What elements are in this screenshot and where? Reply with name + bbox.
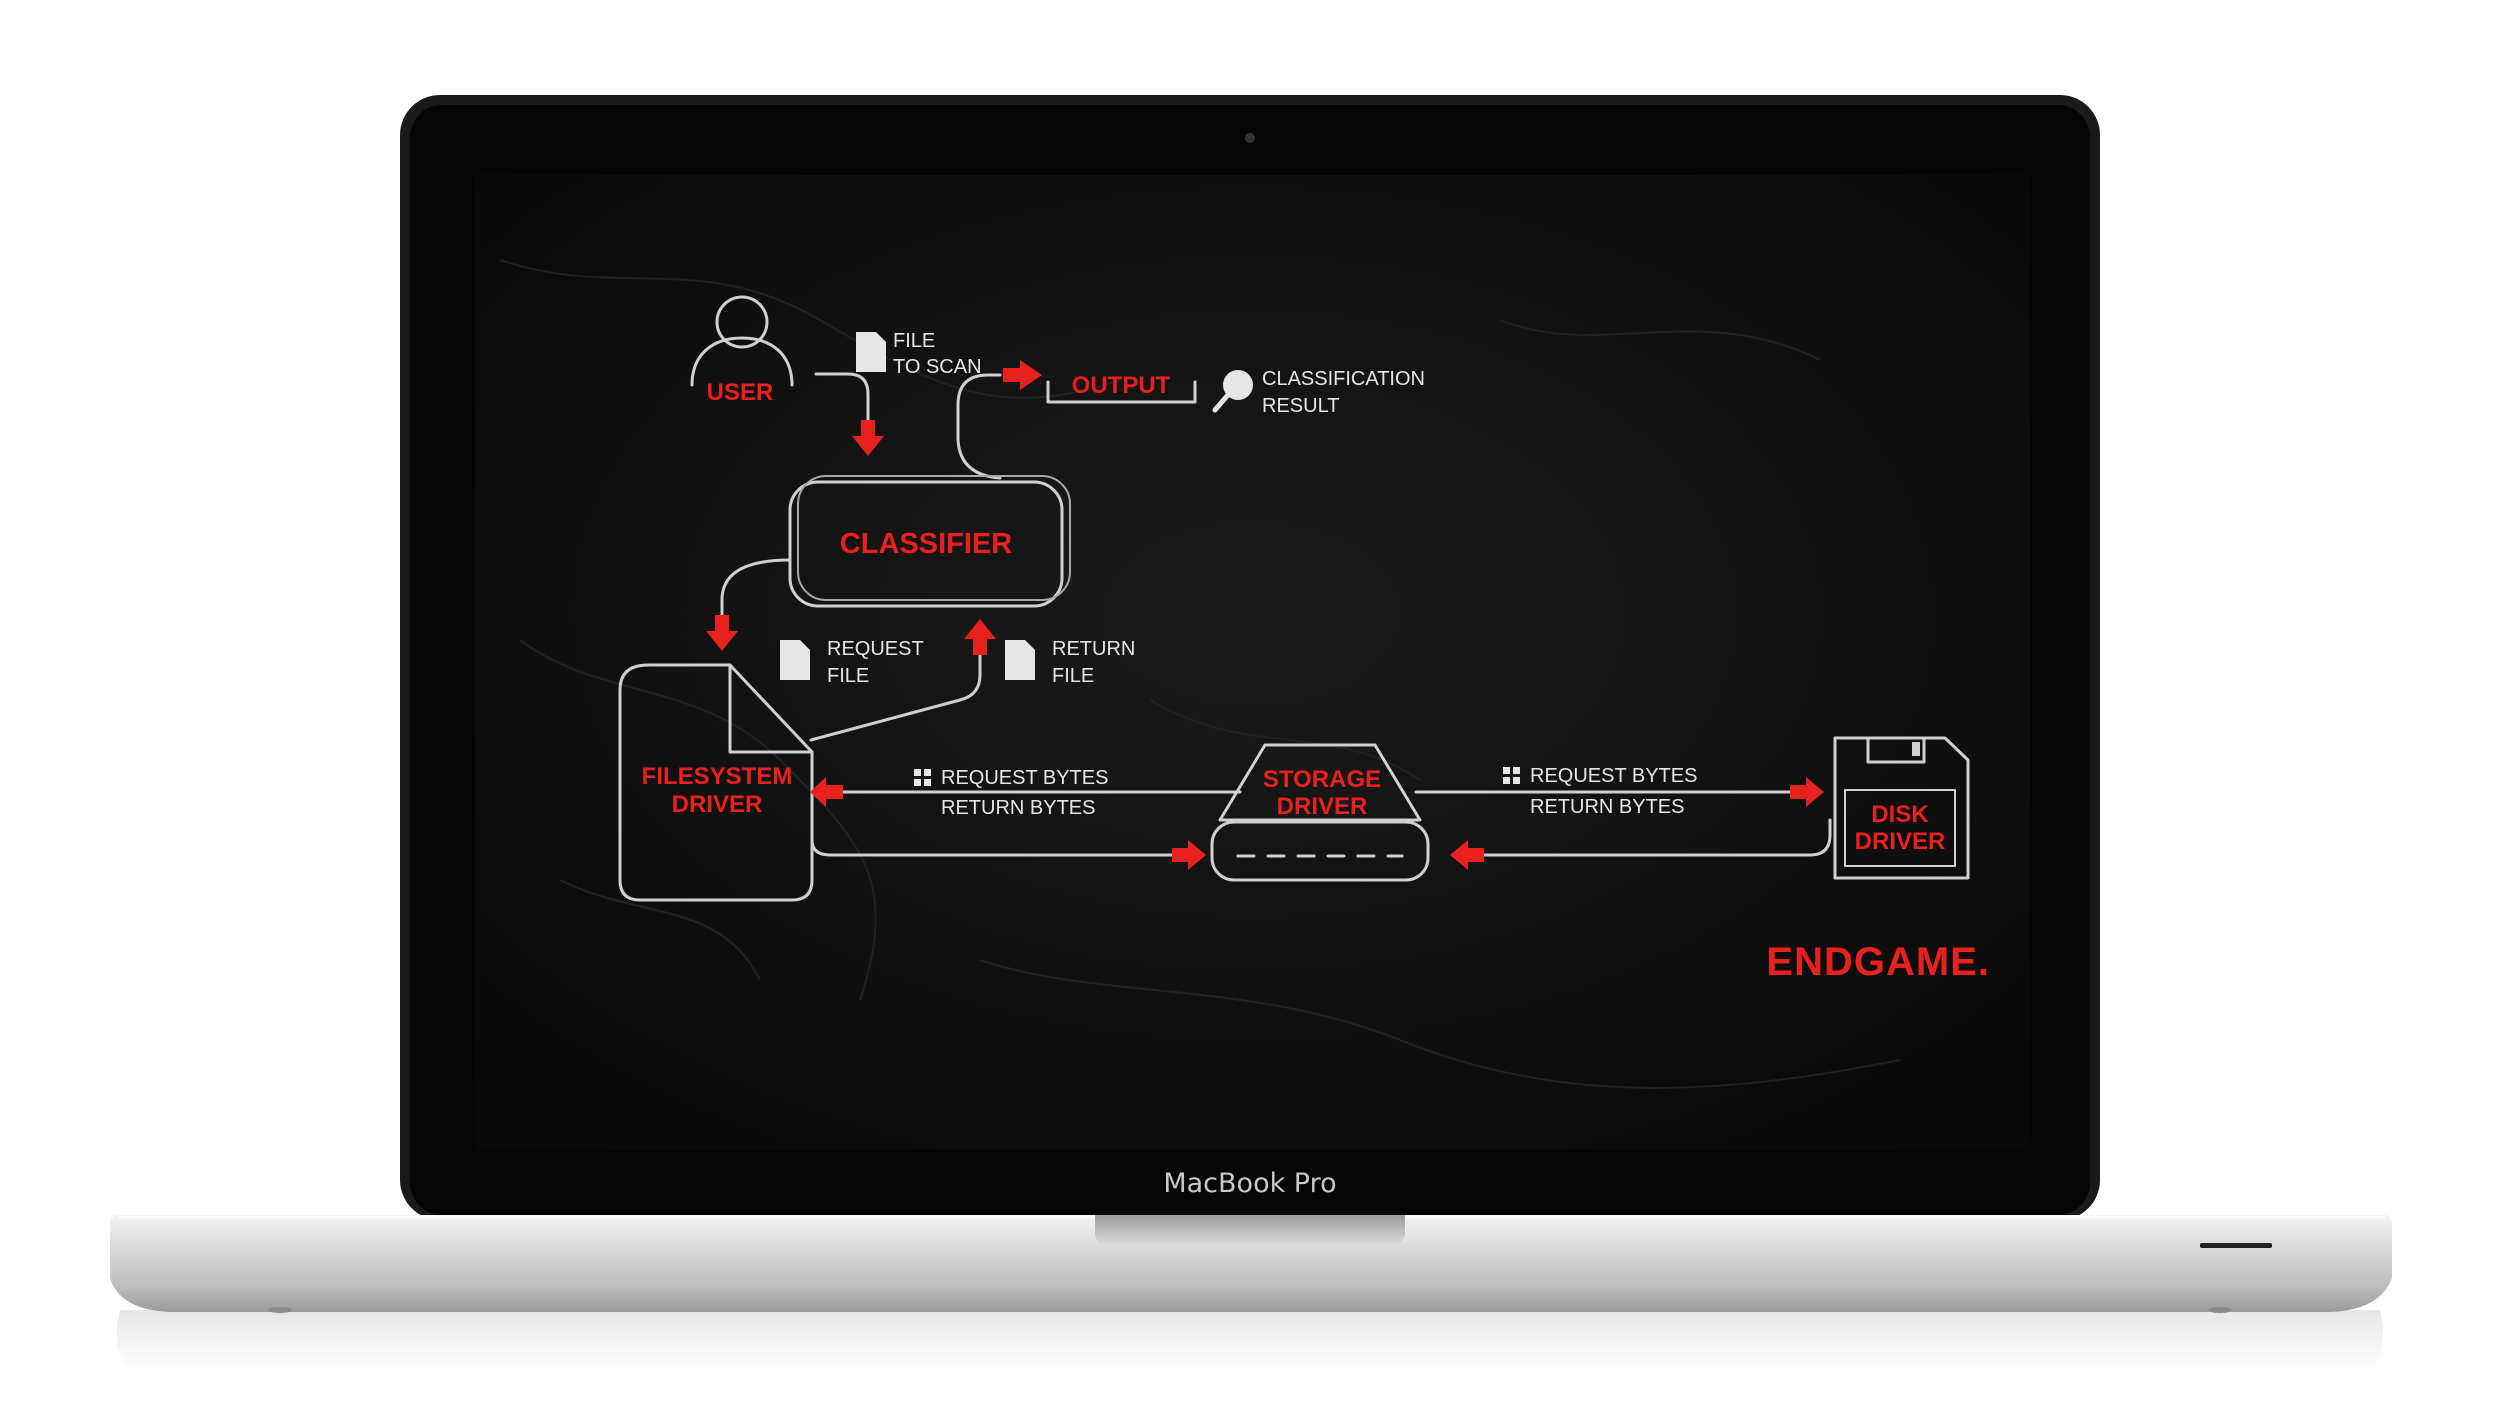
output-bracket xyxy=(1046,380,1197,404)
person-icon xyxy=(690,295,794,387)
arrow-left-fs xyxy=(810,777,843,807)
screen xyxy=(475,175,2030,1150)
connector-classifier-filesystem xyxy=(720,558,792,617)
camera-icon xyxy=(1245,133,1255,143)
user-label: USER xyxy=(707,379,774,406)
return-file-label-2: FILE xyxy=(1052,665,1094,687)
screen-background xyxy=(475,175,2030,1150)
classifier-box xyxy=(788,475,1071,608)
request-file-label-1: REQUEST xyxy=(827,638,924,660)
file-to-scan-label-2: TO SCAN xyxy=(893,356,982,378)
disk-driver-label-1: DISK xyxy=(1871,801,1929,828)
arrow-up-return xyxy=(964,619,996,655)
request-file-label-2: FILE xyxy=(827,665,869,687)
arrow-right-output xyxy=(1003,360,1042,390)
endgame-logo: ENDGAME. xyxy=(1766,940,1990,984)
bezel-label: MacBook Pro xyxy=(1163,1168,1336,1199)
laptop-base xyxy=(110,1215,2392,1370)
storage-driver-label-2: DRIVER xyxy=(1277,793,1368,820)
magnifier-icon xyxy=(1212,370,1253,413)
classifier-label: CLASSIFIER xyxy=(840,528,1012,560)
foot-right xyxy=(2208,1307,2232,1313)
document-icons xyxy=(780,332,1035,680)
output-label: OUTPUT xyxy=(1072,372,1171,399)
connector-return-file xyxy=(809,653,982,742)
left-grid-icon xyxy=(914,769,931,786)
base-shadow xyxy=(116,1310,2384,1370)
base-body xyxy=(110,1215,2392,1312)
left-bytes-label-2: RETURN BYTES xyxy=(941,797,1095,819)
return-file-document-icon xyxy=(1005,640,1035,680)
arrow-down-user xyxy=(852,420,884,456)
lid-opening-notch xyxy=(1095,1215,1405,1244)
floppy-disk-icon xyxy=(1833,736,1970,880)
indicator-light xyxy=(2200,1243,2272,1248)
right-grid-icon xyxy=(1503,767,1520,784)
right-bytes-label-2: RETURN BYTES xyxy=(1530,796,1684,818)
right-bytes-label-1: REQUEST BYTES xyxy=(1530,765,1697,787)
storage-driver-label-1: STORAGE xyxy=(1263,766,1381,793)
return-file-label-1: RETURN xyxy=(1052,638,1135,660)
file-to-scan-document-icon xyxy=(856,332,886,372)
arrow-down-filesystem xyxy=(706,615,738,651)
line-fs-storage-bottom xyxy=(810,838,1174,857)
arrow-left-storage xyxy=(1450,840,1484,870)
file-to-scan-label-1: FILE xyxy=(893,330,935,352)
filesystem-driver-label-2: DRIVER xyxy=(672,791,763,818)
foot-left xyxy=(268,1307,292,1313)
connector-user-classifier xyxy=(814,372,870,422)
arrows xyxy=(706,360,1824,870)
grid-icons xyxy=(914,767,1520,786)
filesystem-driver-box xyxy=(618,663,814,902)
arrow-right-storage xyxy=(1172,840,1206,870)
diagram-labels: USER FILE TO SCAN OUTPUT CLASSIFICATION … xyxy=(642,330,1990,984)
filesystem-driver-label-1: FILESYSTEM xyxy=(642,763,793,790)
left-bytes-label-1: REQUEST BYTES xyxy=(941,767,1108,789)
classification-result-label-2: RESULT xyxy=(1262,395,1339,417)
connector-classifier-output xyxy=(956,373,1002,480)
flow-diagram xyxy=(618,295,1970,902)
storage-driver-box xyxy=(1210,743,1430,882)
arrow-right-disk xyxy=(1790,777,1824,807)
line-storage-disk-bottom xyxy=(1482,818,1832,857)
disk-driver-label-2: DRIVER xyxy=(1855,828,1946,855)
request-file-document-icon xyxy=(780,640,810,680)
classification-result-label-1: CLASSIFICATION xyxy=(1262,368,1425,390)
